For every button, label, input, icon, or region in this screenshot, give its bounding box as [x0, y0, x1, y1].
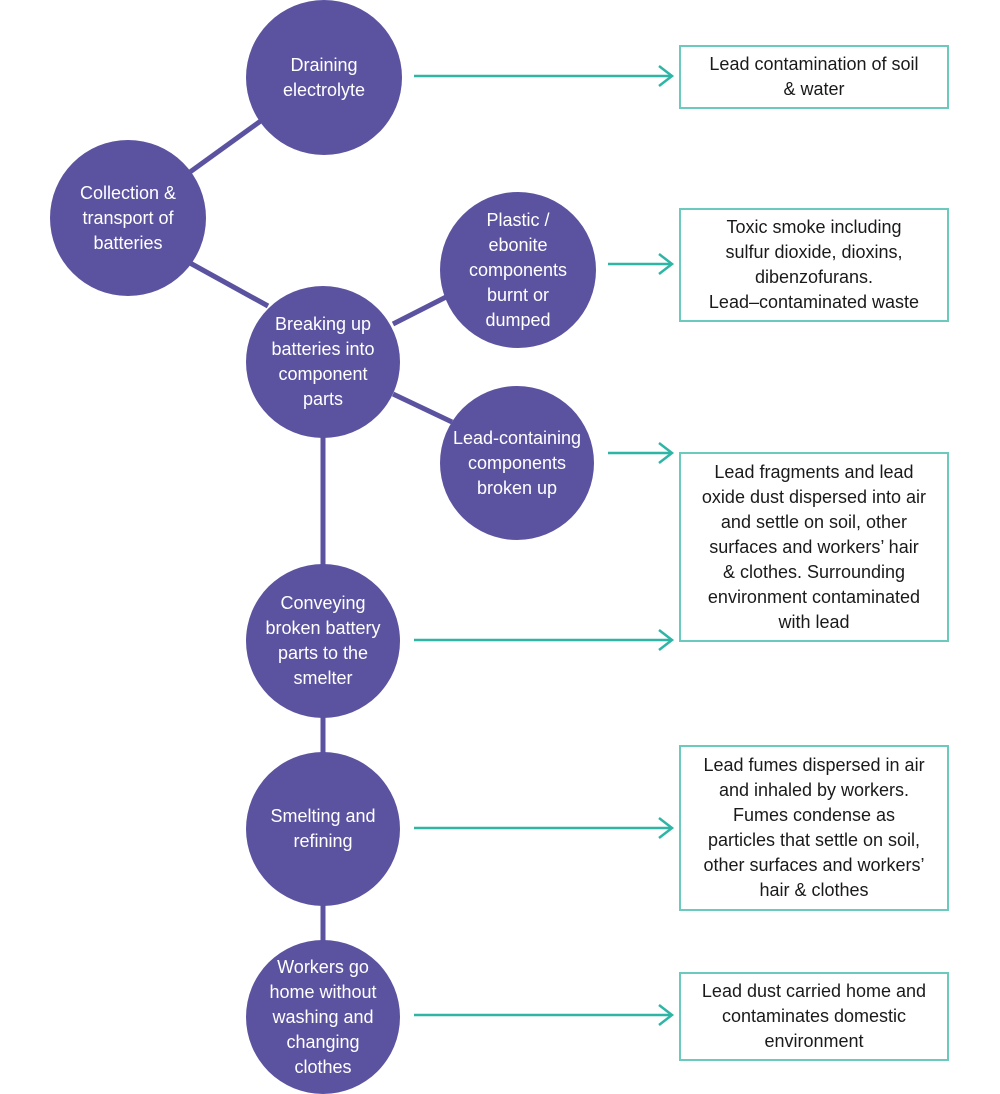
connector-breaking-lead-components	[391, 391, 454, 425]
arrow-workers	[414, 1004, 675, 1026]
connector-collection-draining	[188, 117, 264, 175]
outcome-plastic: Toxic smoke including sulfur dioxide, di…	[679, 208, 949, 322]
node-smelting-refining: Smelting and refining	[246, 752, 400, 906]
node-workers-go-home: Workers go home without washing and chan…	[246, 940, 400, 1094]
node-plastic-ebonite: Plastic / ebonite components burnt or du…	[440, 192, 596, 348]
arrow-conveying	[414, 629, 675, 651]
node-collection-transport: Collection & transport of batteries	[50, 140, 206, 296]
arrow-smelting	[414, 817, 675, 839]
node-conveying-parts: Conveying broken battery parts to the sm…	[246, 564, 400, 718]
outcome-lead-components: Lead fragments and lead oxide dust dispe…	[679, 452, 949, 642]
arrow-draining	[414, 65, 675, 87]
arrow-lead-components	[608, 442, 675, 464]
node-draining-electrolyte: Draining electrolyte	[246, 0, 402, 155]
arrow-plastic	[608, 253, 675, 275]
node-breaking-up-batteries: Breaking up batteries into component par…	[246, 286, 400, 438]
connector-breaking-plastic	[391, 292, 452, 327]
outcome-smelting: Lead fumes dispersed in air and inhaled …	[679, 745, 949, 911]
outcome-workers: Lead dust carried home and contaminates …	[679, 972, 949, 1061]
outcome-draining: Lead contamination of soil & water	[679, 45, 949, 109]
node-lead-containing-components: Lead-containing components broken up	[440, 386, 594, 540]
connector-collection-breaking	[188, 260, 270, 309]
